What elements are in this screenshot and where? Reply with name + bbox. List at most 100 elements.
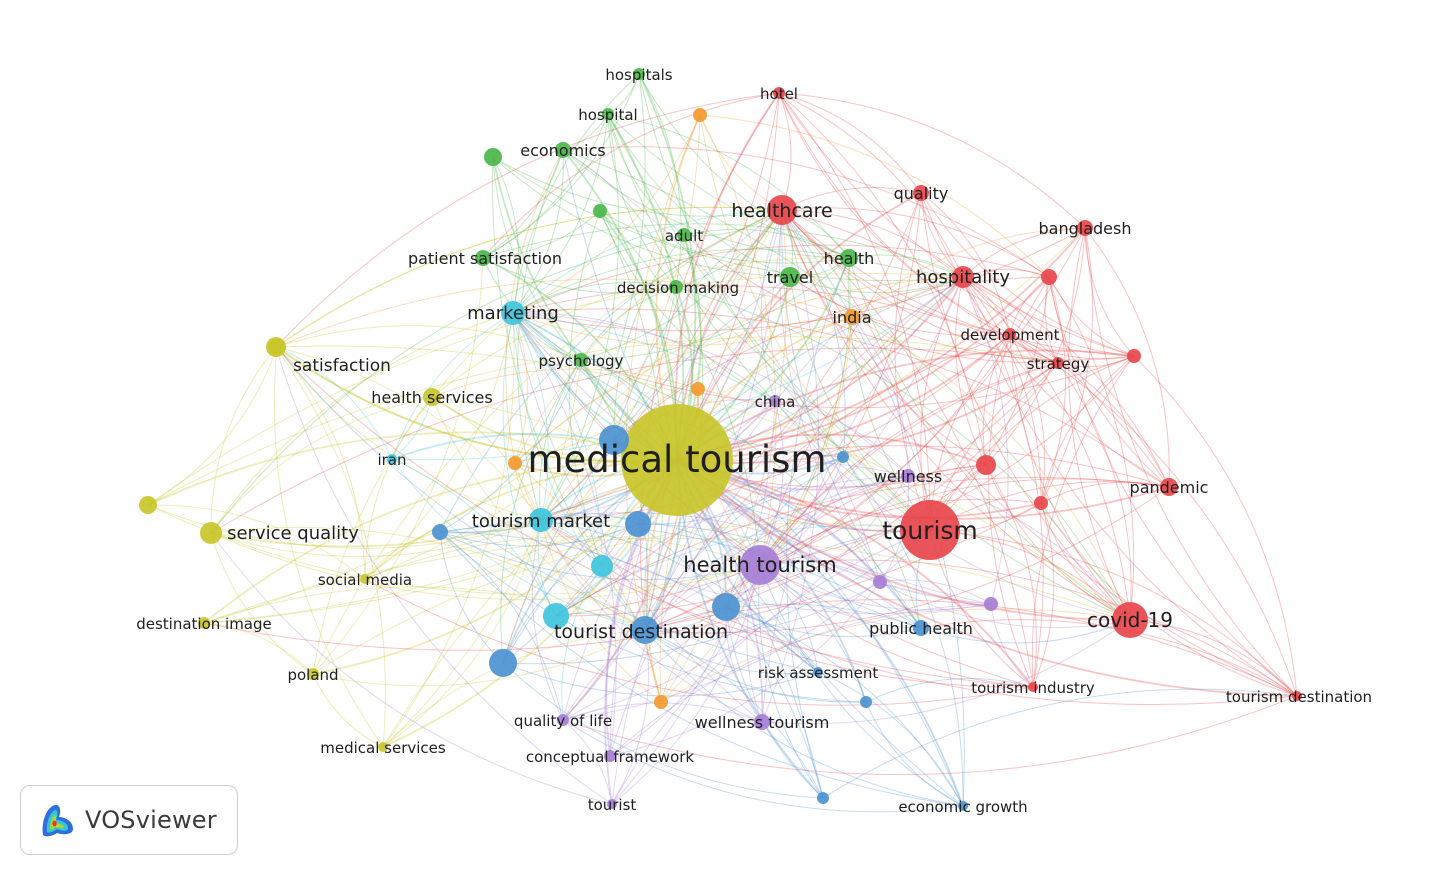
- node-decision-making[interactable]: [669, 280, 683, 294]
- node-travel[interactable]: [780, 267, 800, 287]
- link-u_blue_2-u_blue_6: [637, 456, 844, 525]
- label-economic-growth: economic growth: [898, 798, 1027, 816]
- node-strategy[interactable]: [1052, 357, 1064, 369]
- node-hospitals[interactable]: [633, 68, 645, 80]
- link-marketing-tourism_industry: [512, 312, 1034, 688]
- link-psychology-u_yellow_1: [275, 325, 582, 361]
- link-tourism_industry-u_purple_2: [990, 603, 1034, 688]
- link-psychology-u_blue_4: [500, 359, 582, 664]
- node-u-blue-1[interactable]: [599, 425, 629, 455]
- node-u-blue-5[interactable]: [432, 524, 448, 540]
- node-conceptual-framework[interactable]: [604, 750, 616, 762]
- link-bangladesh-hotel: [778, 92, 1086, 229]
- node-u-red-4[interactable]: [1034, 496, 1048, 510]
- node-china[interactable]: [769, 395, 781, 407]
- node-hospital[interactable]: [602, 108, 614, 120]
- node-tourist[interactable]: [607, 799, 617, 809]
- node-hotel[interactable]: [773, 87, 785, 99]
- node-health-services[interactable]: [423, 388, 441, 406]
- node-u-orange-1[interactable]: [693, 108, 707, 122]
- node-social-media[interactable]: [360, 574, 370, 584]
- node-india[interactable]: [844, 309, 860, 325]
- node-tourist-destination[interactable]: [631, 616, 659, 644]
- link-marketing-u_cyan_1: [502, 312, 557, 617]
- link-economic_growth-medical_tourism: [676, 459, 964, 807]
- node-u-blue-2[interactable]: [625, 511, 651, 537]
- link-healthcare-u_red_2: [781, 207, 1050, 278]
- node-healthcare[interactable]: [767, 195, 797, 225]
- node-u-blue-3[interactable]: [712, 593, 740, 621]
- node-tourism-destination[interactable]: [1292, 691, 1302, 701]
- link-china-marketing: [512, 312, 776, 402]
- node-tourism-industry[interactable]: [1028, 682, 1038, 692]
- link-covid19-hospitality: [962, 276, 1131, 621]
- node-u-red-3[interactable]: [1127, 349, 1141, 363]
- node-u-red-1[interactable]: [976, 455, 996, 475]
- node-tourism-market[interactable]: [529, 508, 553, 532]
- link-patient_satisfaction-u_green_2: [482, 210, 601, 259]
- node-u-purple-2[interactable]: [984, 597, 998, 611]
- node-u-cyan-1[interactable]: [543, 603, 569, 629]
- node-risk-assessment[interactable]: [813, 667, 823, 677]
- link-tourist_destination-u_blue_8: [644, 629, 824, 799]
- node-patient-satisfaction[interactable]: [475, 250, 491, 266]
- node-adult[interactable]: [677, 228, 691, 242]
- node-service-quality[interactable]: [200, 522, 222, 544]
- link-iran-satisfaction: [276, 346, 393, 460]
- node-hospitality[interactable]: [952, 266, 974, 288]
- link-psychology-u_green_1: [492, 156, 582, 361]
- node-iran[interactable]: [387, 454, 397, 464]
- link-decision_making-healthcare: [675, 209, 783, 288]
- node-destination-image[interactable]: [198, 617, 210, 629]
- link-decision_making-public_health: [675, 286, 922, 629]
- node-medical-services[interactable]: [378, 742, 388, 752]
- link-healthcare-poland: [312, 209, 783, 675]
- link-hotel-tourist_destination: [639, 92, 780, 631]
- node-u-green-1[interactable]: [484, 148, 502, 166]
- node-wellness-tourism[interactable]: [754, 714, 770, 730]
- node-u-orange-4[interactable]: [654, 695, 668, 709]
- node-u-orange-2[interactable]: [691, 382, 705, 396]
- node-medical-tourism[interactable]: [621, 404, 733, 516]
- node-u-yellow-2[interactable]: [139, 496, 157, 514]
- node-covid19[interactable]: [1112, 602, 1148, 638]
- node-poland[interactable]: [307, 668, 319, 680]
- node-u-blue-6[interactable]: [837, 451, 849, 463]
- link-quality_of_life-u_cyan_2: [561, 565, 603, 721]
- link-economics-tourism_market: [517, 149, 564, 521]
- node-quality[interactable]: [913, 185, 929, 201]
- link-covid19-wellness: [907, 475, 1131, 621]
- node-u-blue-4[interactable]: [489, 649, 517, 677]
- node-psychology[interactable]: [574, 353, 588, 367]
- node-u-purple-1[interactable]: [873, 575, 887, 589]
- node-u-blue-8[interactable]: [817, 792, 829, 804]
- node-pandemic[interactable]: [1160, 478, 1178, 496]
- label-public-health: public health: [869, 619, 973, 638]
- node-health[interactable]: [840, 249, 858, 267]
- link-healthcare-u_red_3: [781, 209, 1135, 357]
- node-u-orange-3[interactable]: [508, 456, 522, 470]
- node-health-tourism[interactable]: [740, 545, 780, 585]
- node-u-blue-7[interactable]: [860, 696, 872, 708]
- link-tourism-u_blue_4: [502, 529, 931, 665]
- node-u-yellow-1[interactable]: [266, 337, 286, 357]
- link-health-hospital: [607, 113, 850, 259]
- node-tourism[interactable]: [900, 500, 960, 560]
- node-marketing[interactable]: [501, 301, 525, 325]
- link-u_blue_2-u_blue_5: [439, 523, 639, 547]
- node-economic-growth[interactable]: [958, 801, 968, 811]
- vosviewer-logo: VOSviewer: [20, 785, 238, 855]
- node-wellness[interactable]: [901, 469, 915, 483]
- node-u-red-2[interactable]: [1041, 269, 1057, 285]
- label-tourism-industry: tourism industry: [971, 679, 1095, 697]
- node-economics[interactable]: [555, 142, 571, 158]
- node-u-cyan-2[interactable]: [591, 555, 613, 577]
- link-health_tourism-pandemic: [759, 478, 1170, 566]
- node-quality-of-life[interactable]: [557, 714, 569, 726]
- node-development[interactable]: [1004, 328, 1016, 340]
- link-marketing-u_red_2: [512, 244, 1050, 314]
- node-public-health[interactable]: [913, 620, 929, 636]
- node-bangladesh[interactable]: [1077, 220, 1093, 236]
- node-u-green-2[interactable]: [593, 204, 607, 218]
